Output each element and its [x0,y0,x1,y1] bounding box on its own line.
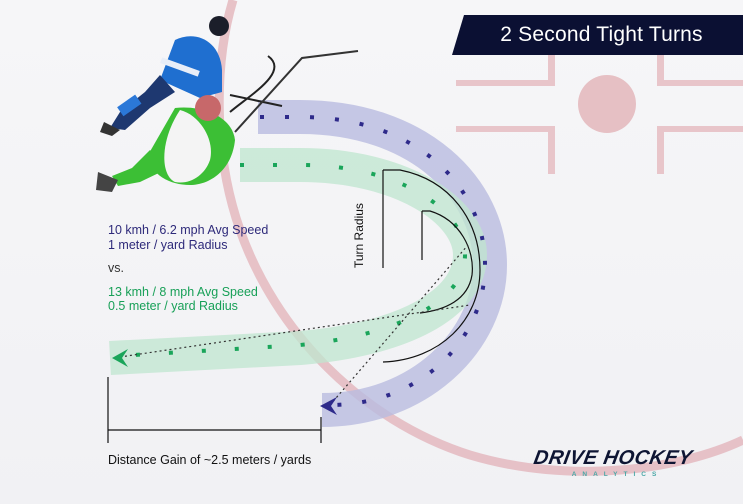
green-radius-label: 0.5 meter / yard Radius [108,299,238,313]
blue-dotted-chord [329,244,469,406]
green-path-dashes [117,163,468,358]
blue-path-dashes [260,115,488,407]
blue-arrow-icon [320,397,337,415]
turn-radius-label: Turn Radius [352,203,366,268]
vs-label: vs. [108,261,124,275]
blue-path-band [258,100,508,427]
page-title: 2 Second Tight Turns [500,23,703,46]
green-speed-label: 13 kmh / 8 mph Avg Speed [108,284,258,299]
green-player [96,50,359,192]
large-radius-arc [382,169,481,363]
green-arrow-icon [112,349,128,367]
faceoff-markings [456,33,743,174]
drive-hockey-logo: DRIVE HOCKEY ANALYTICS [522,447,704,478]
logo-main-text: DRIVE HOCKEY [532,447,695,469]
blue-player [100,16,283,136]
blue-radius-label: 1 meter / yard Radius [108,237,228,252]
speed-legend: 10 kmh / 6.2 mph Avg Speed 1 meter / yar… [108,223,268,314]
title-banner: 2 Second Tight Turns [452,15,743,55]
green-dotted-chord [119,304,471,358]
logo-sub-text: ANALYTICS [571,471,663,478]
small-radius-arc [419,210,473,314]
blue-speed-label: 10 kmh / 6.2 mph Avg Speed [108,223,269,237]
faceoff-dot [578,75,636,133]
distance-gain-label: Distance Gain of ~2.5 meters / yards [108,453,312,467]
